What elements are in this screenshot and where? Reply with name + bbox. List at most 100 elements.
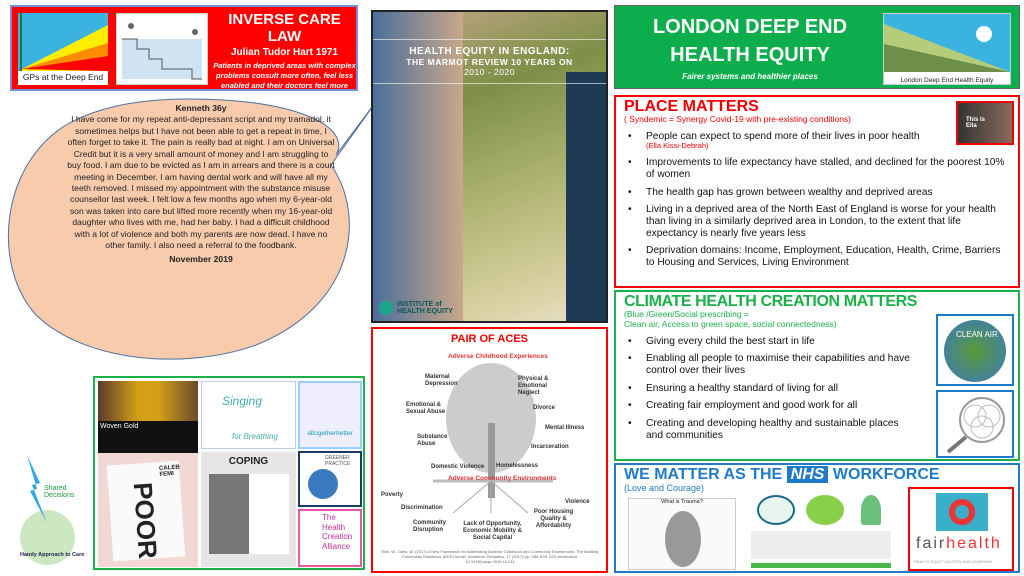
ldeh-logo: London Deep End Health Equity	[883, 13, 1011, 85]
altogether-better-tile: altogetherbetter	[298, 381, 362, 449]
shared-decisions-label: Shared Decisions	[44, 485, 75, 499]
nhs-subtitle: (Love and Courage)	[624, 483, 705, 493]
fairhealth-logo: fairhealth HEALTH EQUITY ACTION AND LEAR…	[908, 487, 1014, 571]
marmot-title: HEALTH EQUITY IN ENGLAND:	[409, 46, 570, 57]
health-creation-alliance-label: The Health Creation Alliance	[322, 513, 353, 551]
aces-bottom-heading: Adverse Community Environments	[448, 475, 557, 482]
place-bullet: The health gap has grown between wealthy…	[624, 187, 1010, 199]
marmot-subtitle: THE MARMOT REVIEW 10 YEARS ON	[406, 57, 573, 67]
ace-discrimination: Discrimination	[401, 505, 443, 511]
nhs-workforce-panel: WE MATTER AS THE NHS WORKFORCE (Love and…	[614, 463, 1020, 573]
ace-substance-abuse: Substance Abuse	[417, 434, 448, 448]
health-wordmark: health	[946, 535, 1002, 552]
child-figure	[566, 72, 606, 321]
ldeh-title-line2: HEALTH EQUITY	[670, 44, 830, 66]
climate-bullet: Giving every child the best start in lif…	[624, 336, 914, 348]
trauma-informed-diagram	[751, 493, 896, 571]
ihe-name: INSTITUTE of HEALTH EQUITY	[397, 301, 453, 315]
ace-maternal-depression: Maternal Depression	[425, 374, 458, 388]
place-bullet: Improvements to life expectancy have sta…	[624, 157, 1010, 180]
coping-label: COPING	[228, 456, 269, 467]
globe-icon	[308, 469, 338, 499]
nhs-logo: NHS	[786, 466, 829, 483]
ldeh-tagline: Fairer systems and healthier places	[682, 72, 818, 81]
deep-end-waves-icon	[18, 13, 108, 71]
greener-practice-label: GREENER PRACTICE	[325, 455, 351, 467]
climate-bullet: Creating fair employment and good work f…	[624, 400, 914, 412]
woven-gold-tile: Woven Gold	[98, 381, 198, 453]
altogether-better-label: altogetherbetter	[307, 430, 353, 437]
ace-abuse: Emotional & Sexual Abuse	[406, 402, 446, 416]
ella-image-caption: This is Ella	[966, 117, 986, 129]
place-bullet: Living in a deprived area of the North E…	[624, 204, 1010, 239]
lightning-icon	[27, 455, 47, 523]
logo-caption: GPs at the Deep End	[22, 72, 104, 82]
ella-note: (Ella Kissi-Debrah)	[646, 141, 709, 151]
clean-air-image: CLEAN AIR	[936, 314, 1014, 386]
gps-deep-end-logo: GPs at the Deep End	[18, 13, 108, 85]
ihe-logo-icon	[379, 301, 393, 315]
ace-violence: Violence	[565, 499, 590, 505]
resources-gallery: Woven Gold CALEB FEMI POOR Singing for B…	[93, 376, 365, 570]
clean-air-label: CLEAN AIR	[956, 330, 998, 339]
shared-decisions-logo: Shared Decisions Handy Approach to Care	[2, 455, 90, 567]
climate-bullet: Enabling all people to maximise their ca…	[624, 353, 914, 376]
marmot-review-cover: HEALTH EQUITY IN ENGLAND: THE MARMOT REV…	[371, 10, 608, 323]
ace-poverty: Poverty	[381, 492, 404, 498]
inverse-care-law-banner: GPs at the Deep End INVERSE CARE LAW Jul…	[10, 5, 358, 99]
trauma-title: What is Trauma?	[661, 499, 703, 505]
inverse-care-description: Patients in deprived areas with complex …	[213, 61, 356, 100]
singing-label: Singing	[222, 394, 263, 408]
breathing-label: for Breathing	[232, 432, 278, 441]
woven-gold-label: Woven Gold	[100, 423, 139, 430]
handy-approach-caption: Handy Approach to Care	[20, 552, 85, 558]
book-title: POOR	[127, 481, 164, 560]
poor-book-tile: CALEB FEMI POOR	[98, 453, 198, 567]
ace-lack-of-opportunity: Lack of Opportunity, Economic Mobility &…	[462, 521, 522, 542]
coping-tile: COPING	[201, 452, 296, 567]
place-bullet: People can expect to spend more of their…	[624, 131, 1010, 151]
inverse-care-author: Julian Tudor Hart 1971	[230, 47, 339, 58]
deep-end-pool-illustration	[116, 13, 208, 85]
ldeh-title-line1: LONDON DEEP END	[652, 16, 848, 38]
fair-wordmark: fair	[916, 535, 947, 552]
place-matters-title: PLACE MATTERS	[624, 98, 759, 115]
singing-breathing-tile: Singing for Breathing	[201, 381, 296, 449]
climate-title: CLIMATE HEALTH CREATION MATTERS	[624, 293, 918, 310]
london-deep-end-header: LONDON DEEP END HEALTH EQUITY Fairer sys…	[614, 5, 1020, 89]
climate-health-panel: CLIMATE HEALTH CREATION MATTERS (Blue /G…	[614, 290, 1020, 461]
lifebuoy-icon	[936, 493, 988, 531]
patient-speech-bubble: Kenneth 36y I have come for my repeat an…	[6, 95, 379, 363]
ace-neglect: Physical & Emotional Neglect	[518, 376, 549, 397]
ace-incarceration: Incarceration	[531, 444, 569, 450]
place-bullet: Deprivation domains: Income, Employment,…	[624, 245, 1010, 268]
greener-practice-tile: GREENER PRACTICE	[298, 451, 362, 507]
health-creation-alliance-tile: The Health Creation Alliance	[298, 509, 362, 567]
inverse-care-title: INVERSE CARE LAW	[228, 11, 341, 45]
climate-bullet: Creating and developing healthy and sust…	[624, 418, 914, 441]
fairhealth-tagline: HEALTH EQUITY ACTION AND LEARNING	[914, 559, 993, 564]
ace-mental-illness: Mental Illness	[545, 425, 585, 431]
story-date: November 2019	[169, 254, 233, 265]
climate-bullet: Ensuring a healthy standard of living fo…	[624, 383, 914, 395]
magnifier-image	[936, 390, 1014, 458]
nhs-title-pre: WE MATTER AS THE	[624, 466, 783, 483]
place-matters-subtitle: ( Syndemic = Synergy Covid-19 with pre-e…	[624, 114, 852, 124]
climate-subtitle-1: (Blue /Green/Social prescribing =	[624, 309, 749, 319]
patient-name: Kenneth 36y	[175, 103, 227, 113]
aces-citation: Ellis, W., Dietz, W. (2017) A New Framew…	[381, 549, 599, 564]
aces-title: PAIR OF ACES	[450, 333, 528, 345]
what-is-trauma-image: What is Trauma?	[628, 498, 736, 570]
aces-top-heading: Adverse Childhood Experiences	[448, 353, 548, 360]
adult-figure	[373, 12, 463, 321]
book-author: CALEB FEMI	[158, 464, 180, 478]
marmot-years: 2010 - 2020	[464, 67, 515, 77]
ldeh-logo-caption: London Deep End Health Equity	[900, 77, 994, 84]
ace-poor-housing: Poor Housing Quality & Affordability	[533, 509, 574, 530]
green-circle	[20, 510, 75, 565]
ace-homelessness: Homelessness	[496, 463, 539, 469]
ace-domestic-violence: Domestic Violence	[431, 464, 485, 470]
tree-icon	[433, 363, 553, 513]
pair-of-aces-panel: PAIR OF ACES Adverse Childhood Experienc…	[371, 327, 608, 573]
place-matters-panel: PLACE MATTERS ( Syndemic = Synergy Covid…	[614, 95, 1020, 288]
